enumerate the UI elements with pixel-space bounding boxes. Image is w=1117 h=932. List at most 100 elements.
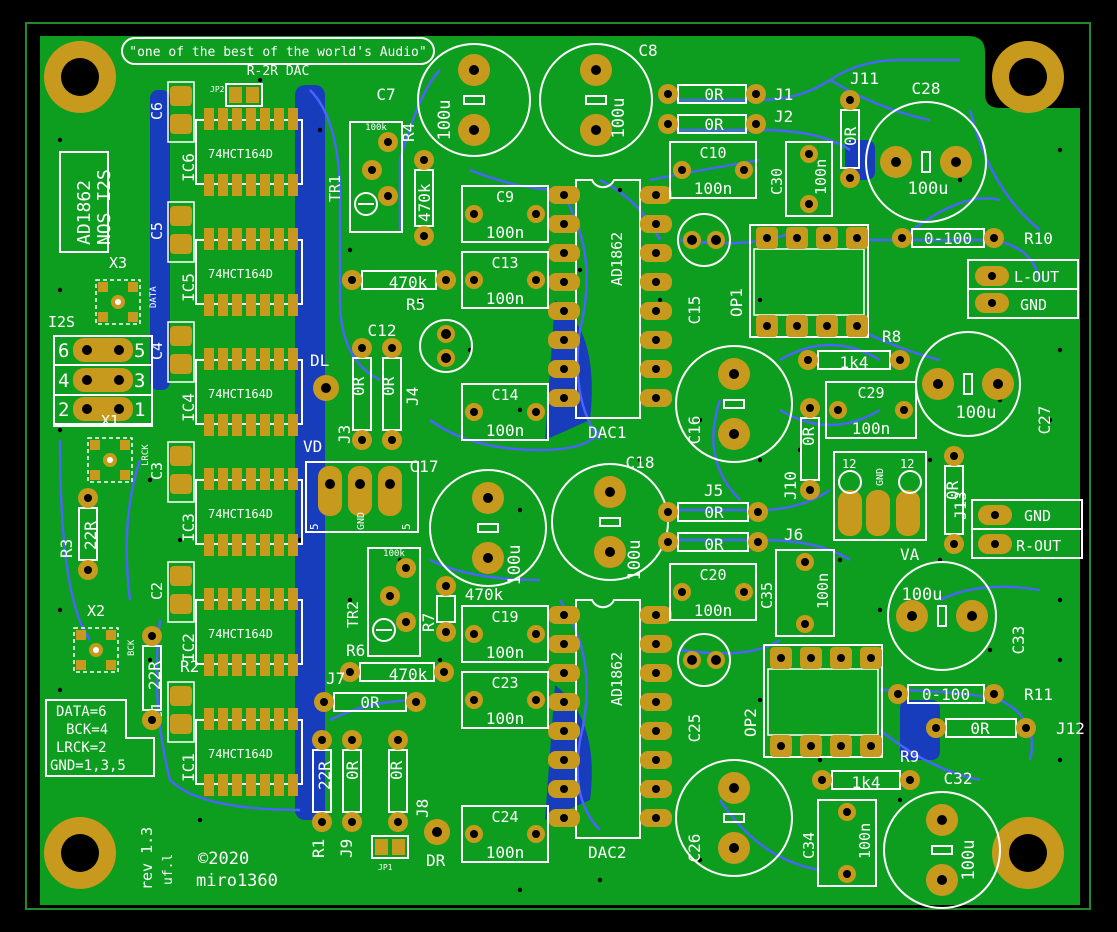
dac-ref: DAC2 (588, 843, 627, 862)
electrolytic-ref: C33 (1009, 626, 1028, 655)
resistor-value: 470k (465, 585, 504, 604)
jumper-jp1: JP1 (371, 835, 409, 872)
electrolytic-ref: C7 (376, 85, 395, 104)
opamp-ref: OP1 (727, 288, 746, 317)
resistor-ref: R3 (57, 539, 76, 558)
ceramic-value: 100n (486, 421, 525, 440)
ceramic-ref: C19 (491, 608, 518, 626)
electrolytic-value: 100u (609, 98, 629, 139)
trimmer-ref: TR1 (326, 175, 344, 202)
electrolytic-c25: C25 (677, 633, 731, 743)
dl-led: DL (310, 351, 339, 401)
jumper-value: 0R (360, 693, 380, 712)
electrolytic-c27: C27 100u (915, 331, 1054, 437)
jumpers: J10RJ20RJ30RJ40RJ50RJ60RJ70RJ80RJ90RJ100… (210, 69, 1085, 872)
coax-label: DATA (149, 286, 159, 308)
decoupling-cap-ref: C4 (148, 342, 166, 360)
gnd-bottom-label: GND (1024, 507, 1051, 525)
l-out-label: L-OUT (1014, 268, 1059, 286)
electrolytic-ref: C27 (1035, 406, 1054, 435)
mounting-hole-br (992, 817, 1064, 889)
electrolytic-ref: C8 (638, 41, 657, 60)
subtitle: R-2R DAC (247, 64, 310, 79)
decoupling-c4: C4 (148, 321, 195, 383)
vd-label: VD (303, 437, 322, 456)
trimmer-value: 100k (365, 123, 387, 133)
side-label: AD1862 NOS I2S (59, 151, 115, 253)
resistor-value: 1k4 (840, 353, 869, 372)
jumper-jp2: JP2 (210, 83, 263, 107)
i2s-pin-right: 3 (134, 370, 145, 392)
gnd-top-label: GND (1020, 296, 1047, 314)
electrolytic-ref: C25 (685, 714, 704, 743)
electrolytic-c12: C12 (368, 319, 473, 373)
jumper-ref: JP1 (378, 863, 393, 872)
electrolytic-ref: C16 (685, 416, 704, 445)
shift-register-part: 74HCT164D (208, 267, 273, 281)
jumper-ref: J6 (784, 525, 803, 544)
decoupling-cap-ref: C3 (148, 462, 166, 480)
ceramic-ref: C30 (768, 168, 786, 195)
jumper-value: 0R (970, 719, 990, 738)
shift-register-part: 74HCT164D (208, 627, 273, 641)
i2s-pin-left: 4 (58, 370, 69, 392)
va-label: VA (900, 545, 920, 564)
vd-terminal: 5 GND 5 VD (303, 437, 419, 533)
jumper-ref: JP2 (210, 85, 225, 94)
resistor-ref: R11 (1024, 685, 1053, 704)
shift-register-ref: IC6 (179, 153, 198, 182)
jumper-ref: J5 (704, 481, 723, 500)
i2s-pin-right: 5 (134, 340, 145, 362)
mounting-hole-tr (992, 41, 1064, 113)
electrolytic-value: 100u (908, 179, 949, 199)
ceramic-ref: C29 (857, 384, 884, 402)
board-edge (25, 22, 1091, 910)
electrolytic-value: 100u (435, 100, 455, 141)
side-label-line1: AD1862 (74, 180, 95, 245)
shift-registers: 74HCT164DIC6C674HCT164DIC5C574HCT164DIC4… (148, 81, 303, 796)
electrolytic-caps: C7100uC8100uC28100uC27100uC16C17100uC181… (368, 41, 1054, 909)
ceramic-ref: C24 (491, 808, 518, 826)
ceramic-value: 100n (856, 823, 874, 859)
vd-pin-3: 5 (400, 523, 413, 530)
electrolytic-value: 100u (956, 403, 997, 423)
resistor-ref: R10 (1024, 229, 1053, 248)
ceramic-value: 100n (486, 709, 525, 728)
mounting-hole-bl (44, 817, 116, 889)
jumper-ref: J13 (951, 491, 970, 520)
revision-text: rev 1.3 (138, 827, 156, 890)
dac-part: AD1862 (608, 232, 626, 286)
shift-register-part: 74HCT164D (208, 387, 273, 401)
jumper-ref: J3 (335, 425, 354, 444)
electrolytic-c16: C16 (675, 345, 793, 463)
ceramic-value: 100n (694, 179, 733, 198)
ceramic-ref: C13 (491, 254, 518, 272)
coax-label: LRCK (141, 444, 151, 466)
